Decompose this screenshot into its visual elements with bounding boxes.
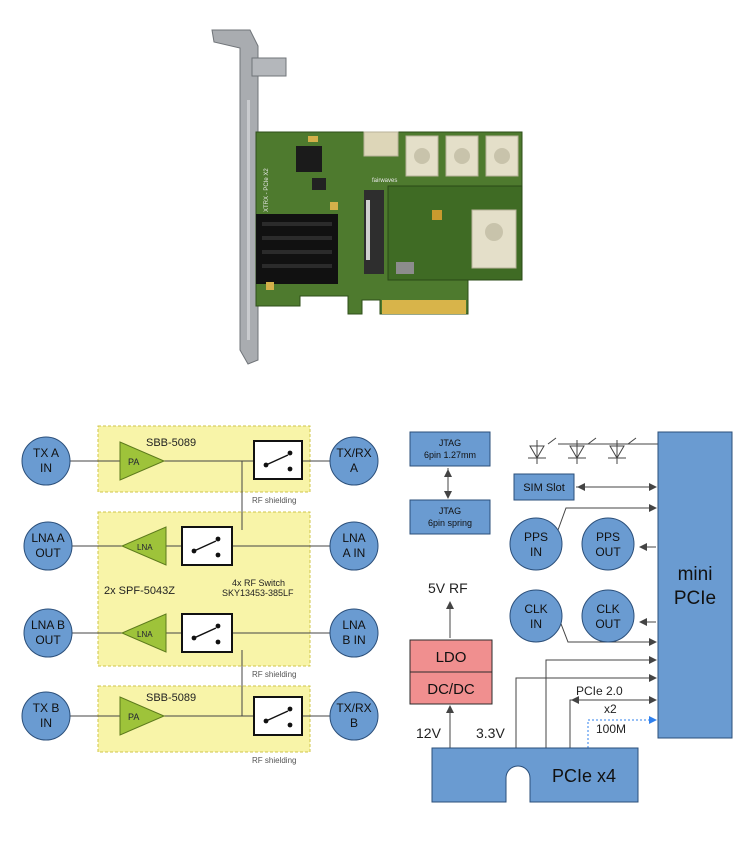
sim-slot-box: SIM Slot [513, 473, 575, 501]
rf-section: PA LNA LNA PA SBB-5089 SBB-50 [21, 425, 379, 765]
svg-text:OUT: OUT [35, 633, 61, 647]
svg-text:LNA: LNA [342, 618, 365, 632]
shielding-label-top: RF shielding [252, 496, 296, 505]
rf-switch-bottom [253, 696, 303, 736]
svg-text:DC/DC: DC/DC [427, 681, 475, 698]
svg-text:mini: mini [678, 564, 713, 585]
svg-text:IN: IN [530, 617, 542, 631]
pps-in-port: PPS IN [509, 517, 563, 571]
port-txrx-b: TX/RX B [329, 691, 379, 741]
svg-text:OUT: OUT [595, 545, 621, 559]
pa-amp-bottom [119, 696, 166, 736]
svg-text:JTAG: JTAG [439, 438, 461, 448]
led-indicators [528, 437, 637, 464]
board-label: XTRX - PCIe X2 [264, 168, 270, 212]
switch-caption-line1: 4x RF Switch [232, 578, 285, 588]
port-lna-b-in: LNA B IN [329, 608, 379, 658]
jtag-spring-box: JTAG 6pin spring [409, 499, 491, 535]
clk-out-port: CLK OUT [581, 589, 635, 643]
port-lna-b-out: LNA B OUT [23, 608, 73, 658]
lna-amp-b [120, 613, 167, 653]
port-txrx-a: TX/RX A [329, 436, 379, 486]
svg-text:6pin spring: 6pin spring [428, 518, 472, 528]
x2-label: x2 [604, 702, 617, 716]
svg-text:CLK: CLK [596, 602, 619, 616]
svg-text:PCIe x4: PCIe x4 [552, 766, 616, 786]
svg-text:A: A [350, 461, 358, 475]
port-lna-a-in: LNA A IN [329, 521, 379, 571]
svg-text:PPS: PPS [524, 530, 548, 544]
port-tx-b-in: TX B IN [21, 691, 71, 741]
rf-switch-a [181, 526, 233, 566]
digital-section: JTAG 6pin 1.27mm JTAG 6pin spring SIM Sl… [409, 431, 733, 803]
svg-text:LNA A: LNA A [31, 531, 64, 545]
dcdc-block: DC/DC [409, 671, 493, 705]
amp-top-title: SBB-5089 [146, 437, 196, 449]
svg-text:B IN: B IN [342, 633, 365, 647]
v12-label: 12V [416, 725, 442, 741]
svg-text:6pin 1.27mm: 6pin 1.27mm [424, 450, 476, 460]
v33-label: 3.3V [476, 725, 505, 741]
mini-pcie-block: mini PCIe [657, 431, 733, 739]
brand-label: fairwaves [372, 178, 397, 184]
lna-part-label: 2x SPF-5043Z [104, 585, 175, 597]
amp-bottom-title: SBB-5089 [146, 692, 196, 704]
svg-text:TX/RX: TX/RX [336, 446, 371, 460]
m100-label: 100M [596, 722, 626, 736]
svg-text:OUT: OUT [595, 617, 621, 631]
svg-text:JTAG: JTAG [439, 506, 461, 516]
rf-switch-b [181, 613, 233, 653]
svg-text:SIM Slot: SIM Slot [523, 482, 565, 494]
pcie-x4-block: PCIe x4 [431, 747, 639, 803]
port-tx-a-in: TX A IN [21, 436, 71, 486]
svg-text:B: B [350, 716, 358, 730]
svg-text:LNA: LNA [342, 531, 365, 545]
shielding-label-middle: RF shielding [252, 670, 296, 679]
svg-text:IN: IN [40, 461, 52, 475]
v5rf-label: 5V RF [428, 580, 468, 596]
pcie-lanes-label: PCIe 2.0 [576, 684, 623, 698]
port-lna-a-out: LNA A OUT [23, 521, 73, 571]
rf-switch-top [253, 440, 303, 480]
svg-text:OUT: OUT [35, 546, 61, 560]
svg-text:LNA B: LNA B [31, 618, 65, 632]
svg-text:PCIe: PCIe [674, 588, 716, 609]
jtag-127-box: JTAG 6pin 1.27mm [409, 431, 491, 467]
clk-in-port: CLK IN [509, 589, 563, 643]
svg-text:PPS: PPS [596, 530, 620, 544]
pcie-bracket [211, 29, 259, 365]
svg-text:IN: IN [40, 716, 52, 730]
svg-text:LDO: LDO [436, 649, 467, 666]
gold-fingers [382, 300, 466, 314]
lna-label-a: LNA [137, 543, 153, 552]
pa-amp-top [119, 441, 166, 481]
ldo-block: LDO [409, 639, 493, 673]
pps-out-port: PPS OUT [581, 517, 635, 571]
svg-text:A IN: A IN [343, 546, 366, 560]
switch-caption-line2: SKY13453-385LF [222, 588, 294, 598]
svg-text:CLK: CLK [524, 602, 547, 616]
svg-text:TX A: TX A [33, 446, 59, 460]
lna-amp-a [120, 526, 167, 566]
svg-text:IN: IN [530, 545, 542, 559]
pa-label-bottom: PA [128, 712, 139, 722]
svg-text:TX B: TX B [33, 701, 60, 715]
lna-label-b: LNA [137, 630, 153, 639]
shielding-label-bottom: RF shielding [252, 756, 296, 765]
board-photo: XTRX - PCIe X2 fairwaves [211, 29, 523, 365]
svg-text:TX/RX: TX/RX [336, 701, 371, 715]
pa-label-top: PA [128, 457, 139, 467]
